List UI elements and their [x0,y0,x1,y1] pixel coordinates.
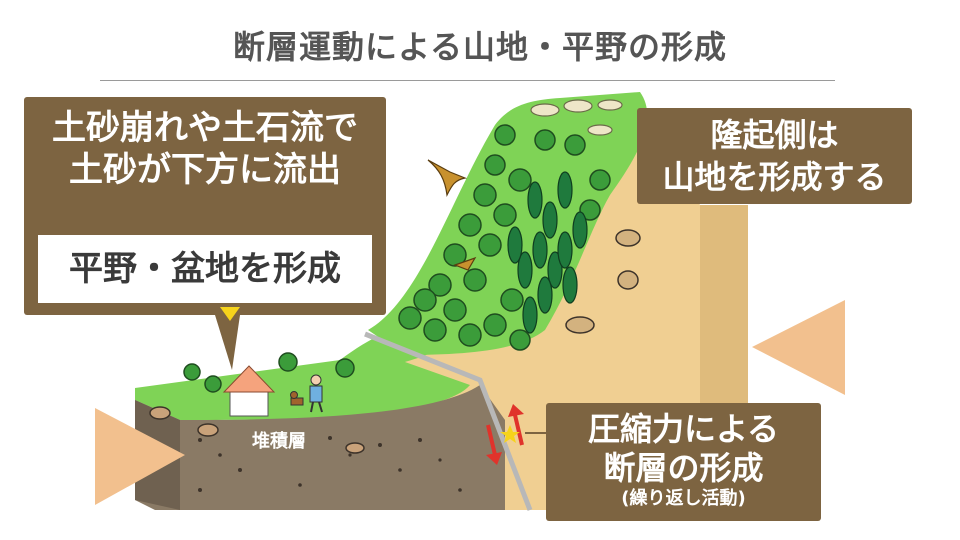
fault-motion-arrows [486,404,524,465]
plain-basin-label: 平野・盆地を形成 [38,235,372,303]
sediment-pebbles [198,436,462,492]
fossil-shells [149,229,641,454]
uplift-text-line2: 山地を形成する [662,158,887,196]
bird-icon [427,159,477,271]
fault-callout: 圧縮力による 断層の形成 (繰り返し活動) [546,403,821,521]
plain-trees [183,352,355,393]
forest-trees [398,124,611,351]
landslide-callout: 土砂崩れや土石流で 土砂が下方に流出 平野・盆地を形成 [24,97,386,321]
down-arrow-icon [220,307,240,321]
callout-pointer [215,315,240,370]
person-icon [309,374,323,413]
fault-text-note: (繰り返し活動) [621,488,746,509]
compression-arrow-left [95,408,185,505]
uplift-callout: 隆起側は 山地を形成する [637,108,912,204]
house-icon [222,365,276,417]
summit-rocks [530,99,623,136]
compression-arrow-right [752,300,845,395]
title-divider [100,80,835,81]
epicenter-star-icon [500,425,520,443]
fault-line [364,331,533,511]
uplift-text-line1: 隆起側は [710,116,839,154]
fault-text-line1: 圧縮力による [587,410,780,448]
sediment-layer-label: 堆積層 [252,431,306,452]
fault-text-line2: 断層の形成 [603,449,764,487]
landslide-text-line1: 土砂崩れや土石流で [52,108,358,148]
page-title: 断層運動による山地・平野の形成 [232,28,728,66]
plain-grass-top [135,330,470,420]
sediment-layer [135,385,505,510]
landslide-text-line2: 土砂が下方に流出 [69,150,341,190]
dog-icon [290,391,304,406]
